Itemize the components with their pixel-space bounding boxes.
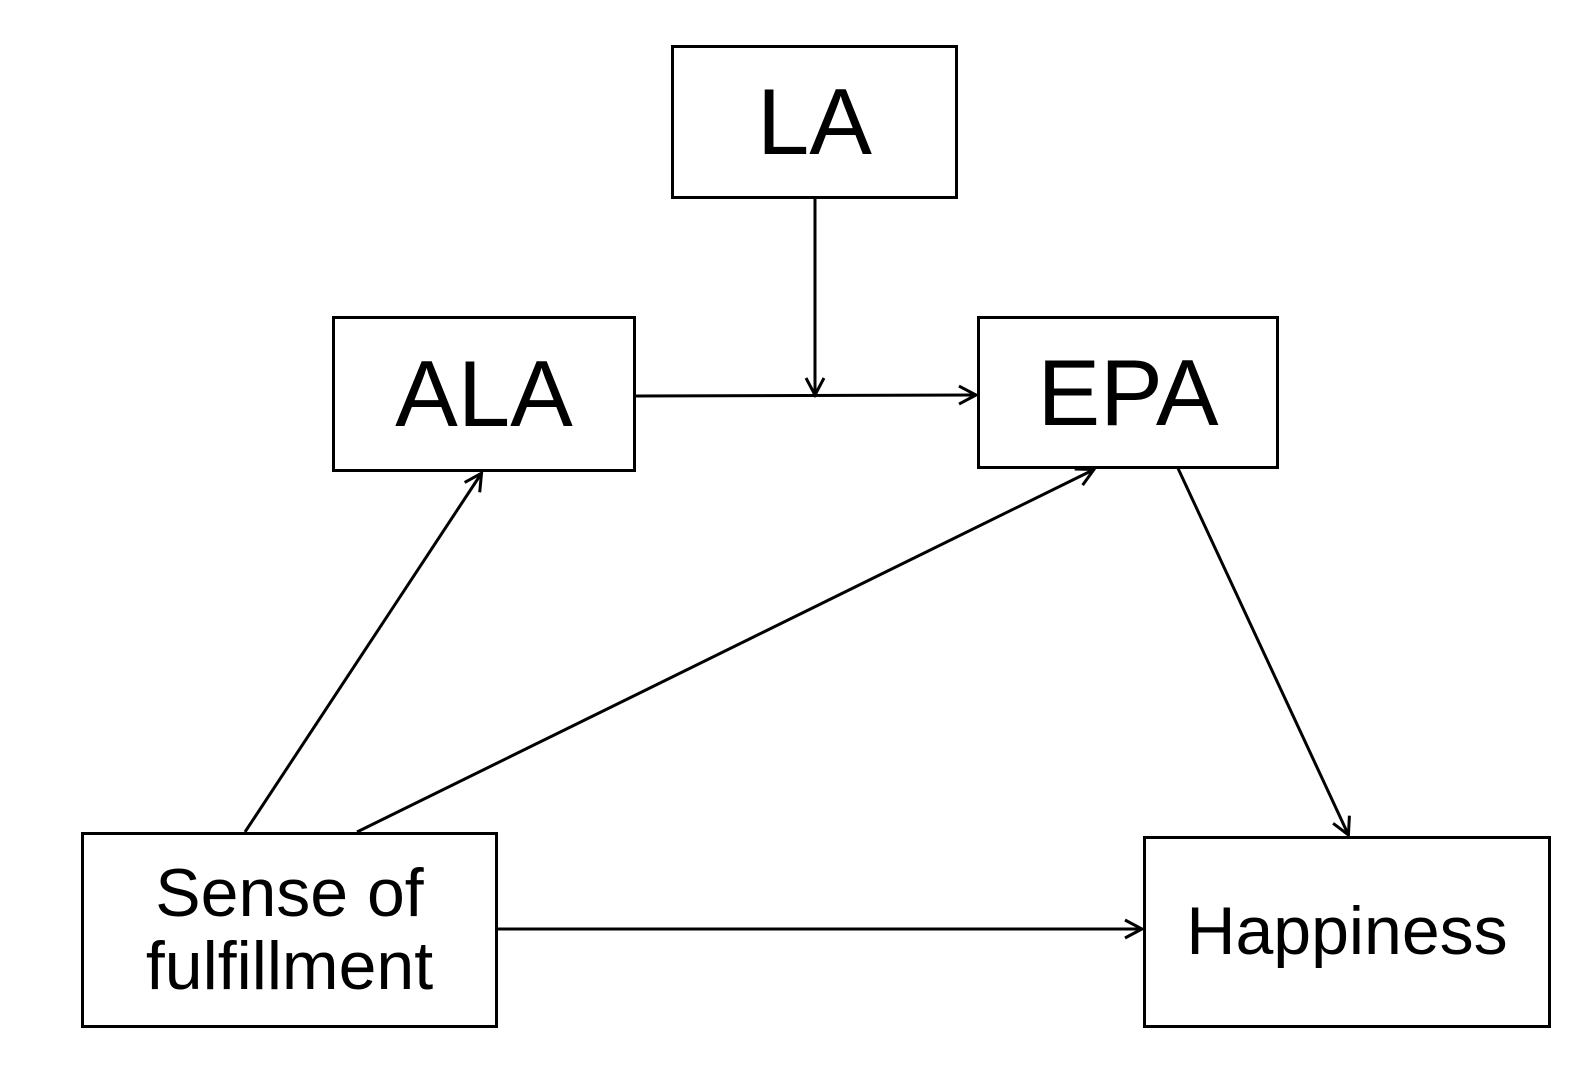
node-epa-label: EPA <box>1037 339 1219 445</box>
node-epa: EPA <box>977 316 1279 469</box>
arrow-epa-to-happiness <box>1174 463 1348 834</box>
arrow-ala-to-epa <box>635 395 975 396</box>
arrow-sense-to-ala <box>243 474 481 833</box>
node-ala-label: ALA <box>395 341 573 447</box>
node-happiness: Happiness <box>1143 836 1551 1028</box>
node-la: LA <box>671 45 958 199</box>
node-sense-of-fulfillment: Sense of fulfillment <box>81 832 498 1028</box>
node-happiness-label: Happiness <box>1186 893 1508 970</box>
node-ala: ALA <box>332 316 636 472</box>
arrow-sense-to-epa <box>356 470 1093 834</box>
node-sense-label: Sense of fulfillment <box>145 854 434 1004</box>
node-la-label: LA <box>757 69 872 175</box>
